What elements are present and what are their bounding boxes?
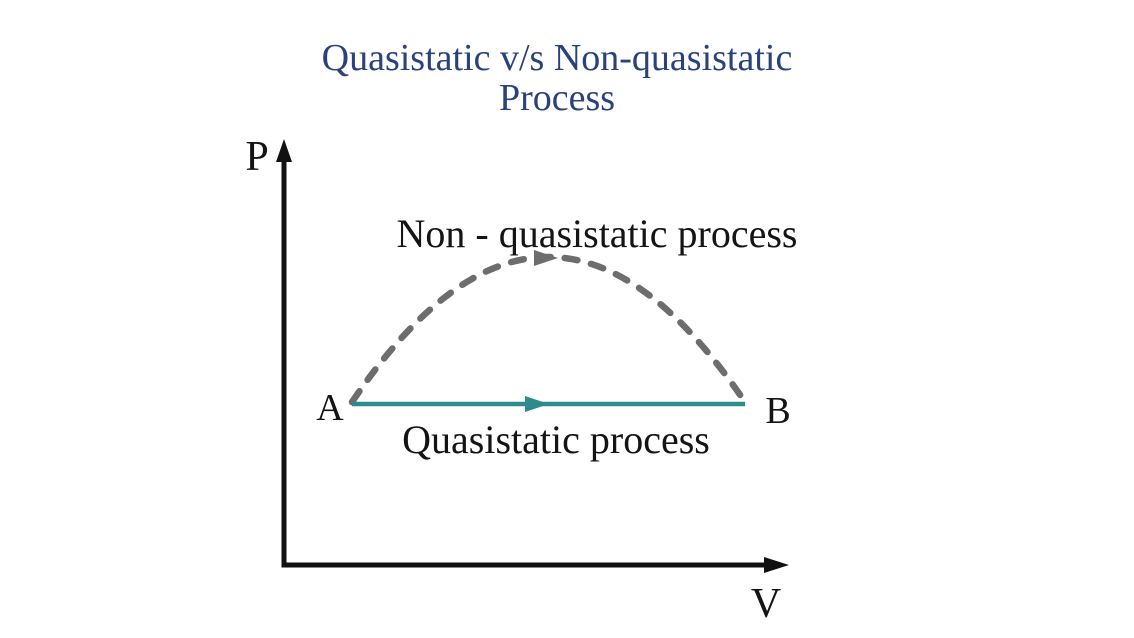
- non-quasistatic-label: Non - quasistatic process: [396, 211, 797, 256]
- diagram-title-line1: Quasistatic v/s Non-quasistatic: [322, 37, 793, 79]
- axes-group: [276, 139, 789, 573]
- point-a-label: A: [316, 387, 344, 429]
- quasistatic-label: Quasistatic process: [402, 417, 710, 462]
- diagram-title-line2: Process: [499, 77, 615, 119]
- y-axis-label: P: [245, 134, 268, 180]
- non-quasistatic-curve: [348, 253, 749, 406]
- x-axis-label: V: [751, 581, 781, 627]
- quasistatic-arrow-icon: [525, 396, 549, 412]
- x-axis-arrow-icon: [764, 557, 789, 573]
- point-b-label: B: [765, 390, 790, 432]
- y-axis-arrow-icon: [276, 139, 292, 162]
- non-quasistatic-arrow-icon: [534, 250, 558, 266]
